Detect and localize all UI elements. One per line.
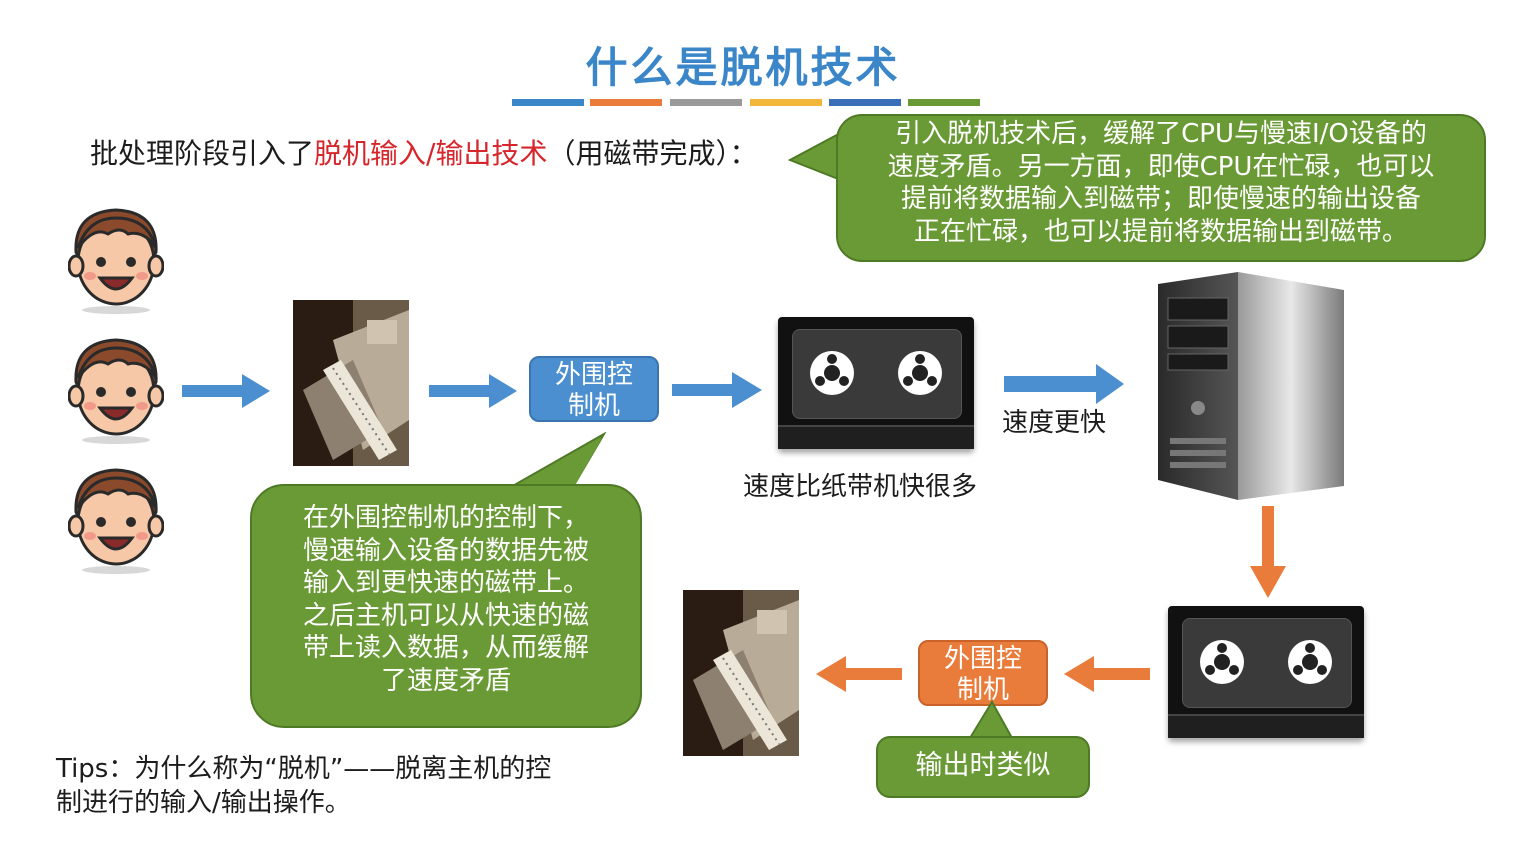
callout-left-line: 之后主机可以从快速的磁 <box>302 600 589 631</box>
arrow-right-icon <box>182 374 270 408</box>
arrow-right-icon <box>429 374 517 408</box>
paper-tape-machine-image <box>683 590 799 756</box>
callout-top-line: 引入脱机技术后，缓解了CPU与慢速I/O设备的 <box>895 119 1427 149</box>
intro-prefix: 批处理阶段引入了 <box>90 137 315 170</box>
callout-left-line: 带上读入数据，从而缓解 <box>302 633 589 663</box>
paper-tape-machine-image <box>293 300 409 466</box>
server-tower-icon <box>1158 272 1344 500</box>
callout-output-tail <box>968 700 1014 740</box>
callout-top-line: 速度矛盾。另一方面，即使CPU在忙碌，也可以 <box>887 151 1435 182</box>
intro-highlight: 脱机输入/输出技术 <box>314 137 548 170</box>
callout-left-line: 在外围控制机的控制下， <box>302 503 589 533</box>
intro-text: 批处理阶段引入了脱机输入/输出技术（用磁带完成）： <box>90 132 757 172</box>
controller-label: 外围控 <box>554 360 633 390</box>
callout-left: 在外围控制机的控制下， 慢速输入设备的数据先被 输入到更快速的磁带上。 之后主机… <box>250 484 642 728</box>
controller-label: 制机 <box>956 675 1009 705</box>
user-face-icon <box>68 468 164 576</box>
title-bar-1 <box>512 99 584 106</box>
arrow-right-icon <box>1004 364 1124 404</box>
intro-suffix: （用磁带完成）： <box>547 137 758 170</box>
users-group <box>68 208 164 576</box>
user-face-icon <box>68 208 164 316</box>
faster-label: 速度更快 <box>1002 408 1107 438</box>
arrow-left-icon <box>816 656 902 692</box>
callout-left-line: 了速度矛盾 <box>380 665 511 696</box>
title-bar-6 <box>908 99 980 106</box>
title-bar-3 <box>670 99 742 106</box>
tips-line: 制进行的输入/输出操作。 <box>56 788 351 818</box>
controller-label: 制机 <box>567 391 620 421</box>
controller-label: 外围控 <box>943 644 1022 674</box>
peripheral-controller-output: 外围控 制机 <box>918 640 1048 706</box>
tips-line: Tips：为什么称为“脱机”——脱离主机的控 <box>56 754 552 784</box>
callout-left-line: 输入到更快速的磁带上。 <box>302 568 589 598</box>
arrow-right-icon <box>672 372 762 408</box>
page-title: 什么是脱机技术 <box>585 43 901 92</box>
peripheral-controller-input: 外围控 制机 <box>529 356 659 422</box>
callout-top-line: 正在忙碌，也可以提前将数据输出到磁带。 <box>913 216 1408 247</box>
title-bar-5 <box>829 99 901 106</box>
callout-top: 引入脱机技术后，缓解了CPU与慢速I/O设备的 速度矛盾。另一方面，即使CPU在… <box>836 114 1486 262</box>
callout-top-line: 提前将数据输入到磁带；即使慢速的输出设备 <box>900 184 1421 214</box>
callout-left-line: 慢速输入设备的数据先被 <box>302 535 589 566</box>
callout-output: 输出时类似 <box>876 736 1090 798</box>
title-bar-4 <box>750 99 822 106</box>
magnetic-tape-drive-icon <box>778 317 974 449</box>
tips-text: Tips：为什么称为“脱机”——脱离主机的控 制进行的输入/输出操作。 <box>56 752 551 820</box>
tape-speed-label: 速度比纸带机快很多 <box>743 472 978 502</box>
title-bar-2 <box>590 99 662 106</box>
arrow-left-icon <box>1064 656 1150 692</box>
user-face-icon <box>68 338 164 446</box>
magnetic-tape-drive-icon <box>1168 606 1364 738</box>
callout-left-tail <box>500 432 607 494</box>
arrow-down-icon <box>1250 506 1286 598</box>
